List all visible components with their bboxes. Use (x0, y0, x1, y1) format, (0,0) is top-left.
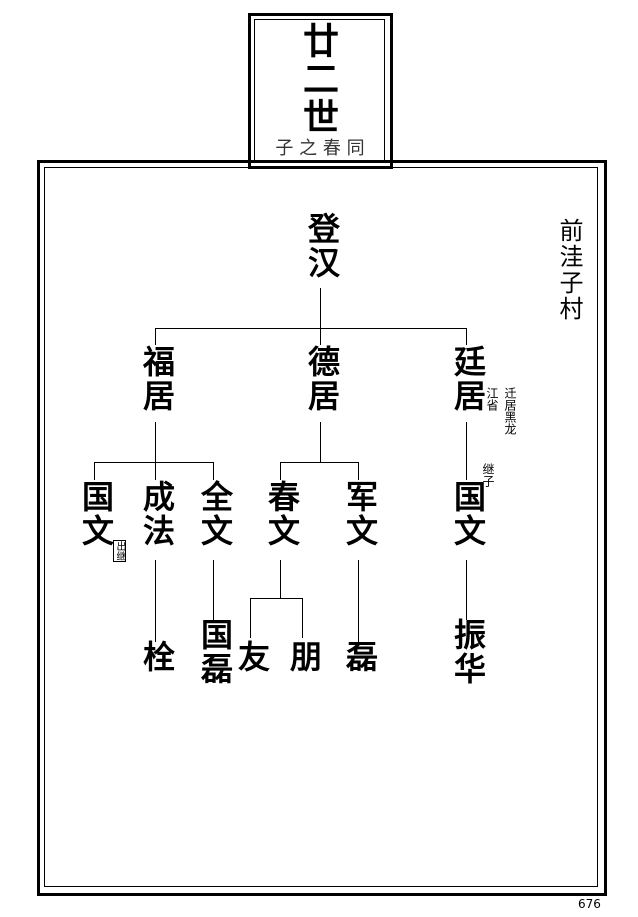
note-province: 江省 (485, 387, 499, 411)
generation-title: 廿二世 (297, 22, 339, 136)
connector (466, 422, 467, 480)
connector (155, 560, 156, 642)
person-fuju: 福居 (138, 345, 176, 413)
connector (320, 288, 321, 345)
note-heir: 继子 (481, 463, 495, 487)
generation-subtitle: 子 之 春 同 (275, 138, 365, 159)
person-you: 友 (233, 640, 271, 674)
village-name: 前洼子村 (555, 218, 583, 322)
connector (280, 462, 281, 480)
person-guolei: 国磊 (196, 618, 234, 686)
person-guowen: 国文 (77, 480, 115, 548)
connector (466, 328, 467, 345)
connector (320, 422, 321, 462)
connector (155, 328, 467, 329)
person-quanwen: 全文 (196, 480, 234, 548)
person-lei: 磊 (341, 640, 379, 674)
connector (358, 462, 359, 480)
person-deju: 德居 (303, 345, 341, 413)
person-junwen: 军文 (341, 480, 379, 548)
connector (155, 422, 156, 480)
person-peng: 朋 (285, 640, 323, 674)
main-frame (37, 160, 607, 896)
connector (280, 560, 281, 598)
person-chunwen: 春文 (263, 480, 301, 548)
connector (213, 560, 214, 620)
person-tingju: 廷居 (449, 345, 487, 413)
main-frame-inner (44, 167, 598, 887)
connector (250, 598, 303, 599)
person-zhenhua: 振华 (449, 618, 487, 686)
connector (280, 462, 359, 463)
person-shuan: 栓 (138, 640, 176, 674)
person-chengfa: 成法 (138, 480, 176, 548)
connector (358, 560, 359, 642)
connector (94, 462, 214, 463)
page-number: 676 (578, 897, 601, 911)
connector (466, 560, 467, 620)
connector (94, 462, 95, 480)
connector (213, 462, 214, 480)
person-denghan: 登汉 (303, 212, 341, 280)
connector (155, 328, 156, 345)
connector (302, 598, 303, 638)
note-adopted-out: 出继 (113, 540, 126, 562)
connector (250, 598, 251, 638)
person-guowen-2: 国文 (449, 480, 487, 548)
note-moved: 迁居黑龙 (503, 387, 517, 435)
